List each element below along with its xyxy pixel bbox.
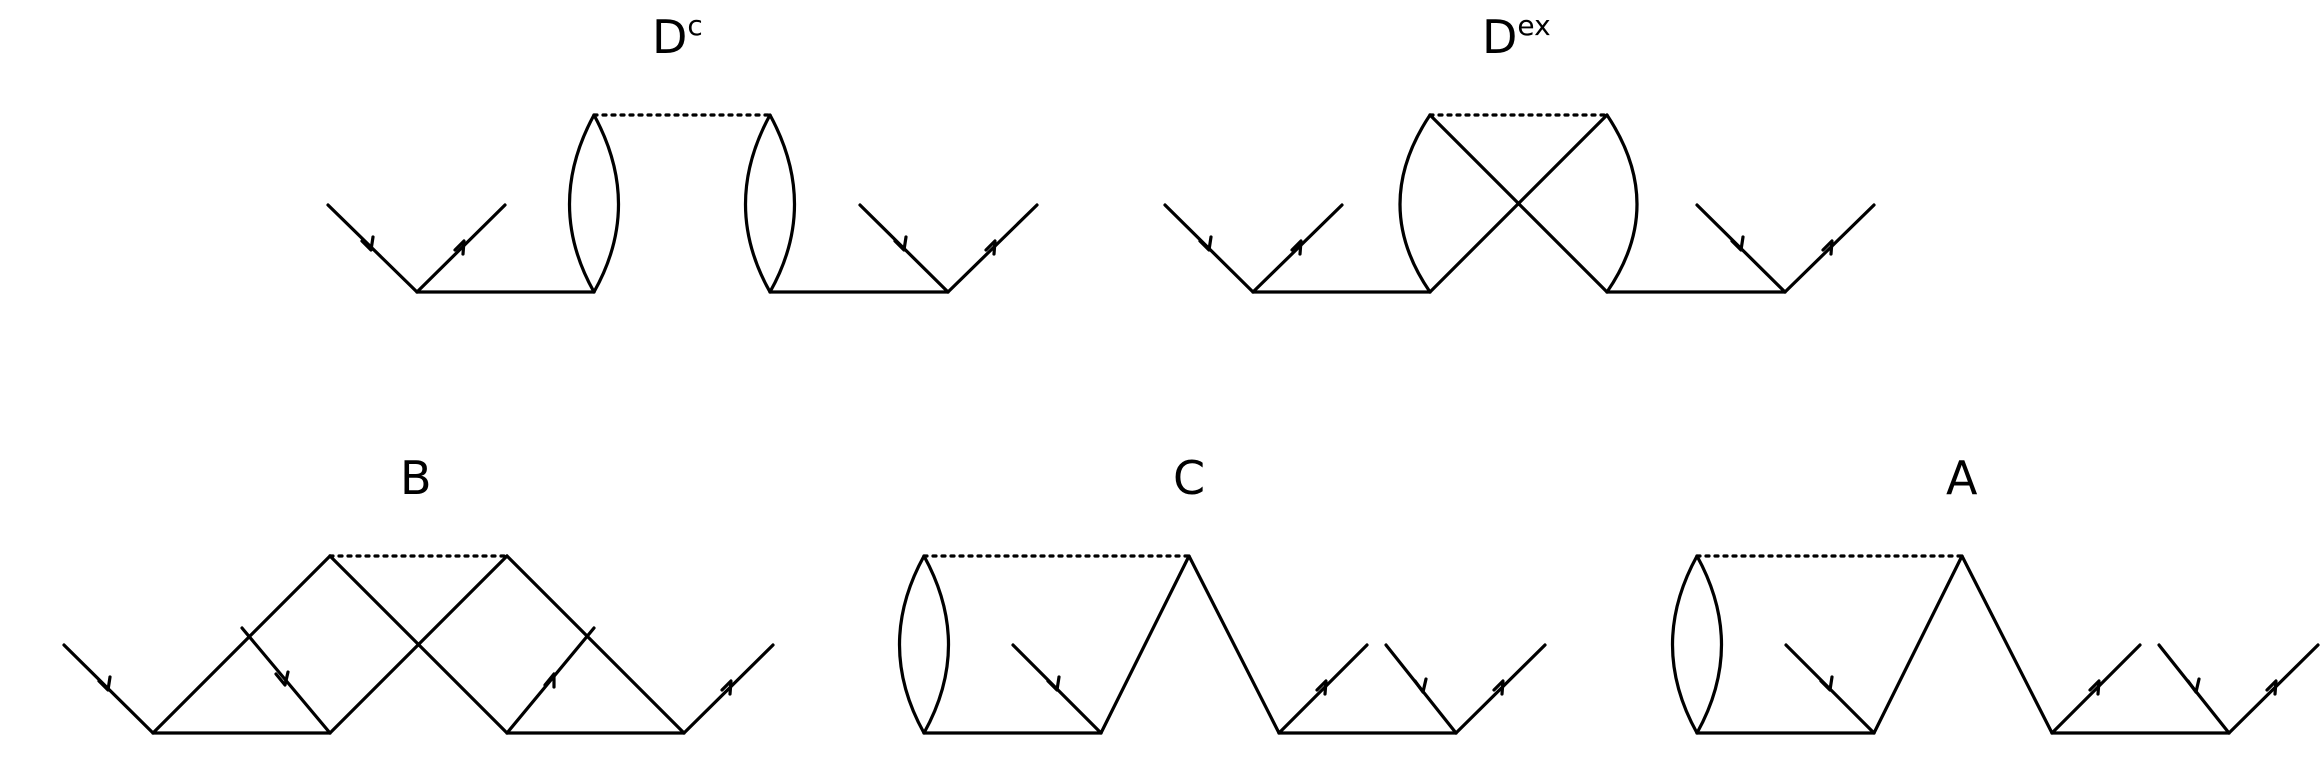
external-leg <box>1454 643 1547 735</box>
diagram-dc-label-superscript: c <box>687 9 702 42</box>
diagram-dex: Dex <box>1163 9 1876 294</box>
propagator-line <box>1872 554 1964 735</box>
outer-arc <box>1398 113 1432 294</box>
arrow-icon <box>1046 675 1061 692</box>
diagram-c: C <box>897 451 1547 735</box>
arrow-icon <box>274 670 290 687</box>
propagator-line <box>1099 554 1191 735</box>
external-leg <box>682 643 775 735</box>
diagram-dc-label-main: D <box>652 10 687 64</box>
bubble-right-arc <box>922 554 951 735</box>
arrow-icon <box>453 239 466 256</box>
diagram-b: B <box>62 451 775 735</box>
diagram-a: A <box>1670 451 2320 735</box>
bubble-left-arc <box>743 113 772 294</box>
arrow-icon <box>1819 675 1834 692</box>
arrow-icon <box>1730 235 1745 252</box>
external-leg <box>2227 643 2320 735</box>
arrow-icon <box>1315 679 1328 696</box>
diagram-dex-label-superscript: ex <box>1517 9 1550 42</box>
arrow-icon <box>1492 679 1505 696</box>
bubble-right-arc <box>768 113 797 294</box>
arrow-icon <box>1413 677 1428 694</box>
bubble-left-arc <box>897 554 926 735</box>
external-leg <box>1251 203 1344 294</box>
arrow-icon <box>1821 239 1834 256</box>
arrow-icon <box>1198 235 1213 252</box>
arrow-icon <box>2088 679 2101 696</box>
external-leg <box>1783 203 1876 294</box>
diagram-dex-label: Dex <box>1482 9 1551 64</box>
propagator-line <box>1187 554 1281 735</box>
arrow-icon <box>97 675 112 692</box>
arrow-icon <box>984 239 997 256</box>
propagator-line <box>1960 554 2054 735</box>
external-leg <box>415 203 507 294</box>
propagator-line <box>151 554 332 735</box>
diagram-a-label: A <box>1946 451 1978 505</box>
external-leg <box>946 203 1039 294</box>
bubble-left-arc <box>567 113 596 294</box>
arrow-icon <box>893 235 908 252</box>
bubble-right-arc <box>1695 554 1724 735</box>
arrow-icon <box>1290 239 1303 256</box>
arrow-icon <box>2186 677 2201 694</box>
arrow-icon <box>720 679 733 696</box>
bubble-left-arc <box>1670 554 1699 735</box>
crossed-line <box>1428 113 1609 294</box>
external-leg <box>2050 643 2142 735</box>
diagram-c-label: C <box>1173 451 1205 505</box>
diagram-b-label: B <box>400 451 432 505</box>
propagator-line <box>328 554 509 735</box>
bubble-right-arc <box>592 113 621 294</box>
diagram-dc-label: Dc <box>652 9 703 64</box>
external-leg <box>1277 643 1369 735</box>
diagram-dex-label-main: D <box>1482 10 1517 64</box>
diagram-dc: Dc <box>326 9 1039 294</box>
outer-arc <box>1605 113 1639 294</box>
propagator-line <box>505 554 686 735</box>
arrow-icon <box>360 235 375 252</box>
arrow-icon <box>2265 679 2278 696</box>
arrow-icon <box>543 672 556 689</box>
